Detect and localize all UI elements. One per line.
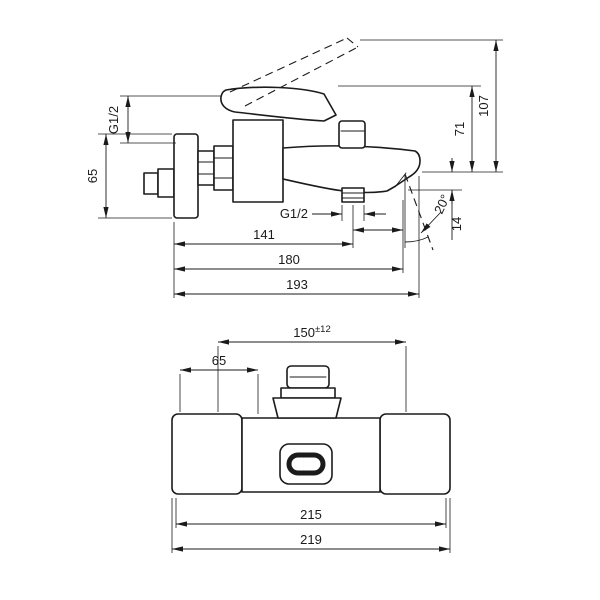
dim-supply-centers-150: 150±12	[217, 324, 407, 412]
dim-label-g12-supply: G1/2	[106, 106, 121, 134]
mixer-body-side	[232, 119, 284, 203]
dim-label-71: 71	[452, 122, 467, 136]
dim-label-215: 215	[300, 507, 322, 522]
dim-label-65-front: 65	[212, 353, 226, 368]
dim-label-107: 107	[476, 95, 491, 117]
shower-outlet-port	[341, 187, 365, 203]
aerator-ring	[286, 452, 326, 476]
dim-label-20deg: 20°	[431, 192, 453, 216]
dim-label-65-side: 65	[85, 169, 100, 183]
side-view: 107 71 G1/2 65 G1/2	[85, 37, 503, 298]
union-nut-large	[213, 145, 234, 191]
dim-label-219: 219	[300, 532, 322, 547]
dim-height-71: 71	[338, 85, 481, 172]
dim-spout-angle: 20°	[404, 173, 453, 251]
dim-label-180: 180	[278, 252, 300, 267]
dim-label-141: 141	[253, 227, 275, 242]
escutcheon-side	[173, 133, 199, 219]
dim-supply-thread: G1/2	[106, 95, 222, 144]
dim-body-width-215: 215	[175, 498, 447, 528]
front-view: 150±12 65 215 219	[171, 324, 451, 553]
dim-label-150: 150±12	[293, 324, 330, 340]
dim-label-193: 193	[286, 277, 308, 292]
dim-escutcheon-65: 65	[85, 133, 172, 219]
spout-front	[279, 443, 333, 485]
handle-side	[220, 86, 337, 122]
dim-141: 141	[174, 205, 354, 248]
diverter-knob-side	[338, 120, 366, 149]
handle-front	[272, 365, 342, 419]
left-escutcheon-front	[171, 413, 243, 495]
dim-outlet-thread: G1/2	[280, 205, 386, 221]
dim-label-14: 14	[449, 217, 464, 231]
union-nut-small	[197, 150, 215, 186]
dim-label-g12-outlet: G1/2	[280, 206, 308, 221]
dim-180: 180	[174, 200, 404, 273]
dim-height-107: 107	[360, 39, 503, 172]
dim-outlet-drop-14: 14	[408, 158, 464, 240]
spout-side	[282, 145, 421, 194]
dim-left-section-65: 65	[179, 353, 259, 414]
supply-fitting	[157, 168, 175, 198]
dim-overall-width-219: 219	[171, 498, 451, 553]
handle-raised-dashed	[229, 37, 359, 107]
dim-193: 193	[174, 176, 420, 298]
aerator-face	[394, 172, 407, 188]
supply-pipe-stub	[143, 172, 159, 195]
right-escutcheon-front	[379, 413, 451, 495]
wall-connection-side	[143, 133, 234, 219]
